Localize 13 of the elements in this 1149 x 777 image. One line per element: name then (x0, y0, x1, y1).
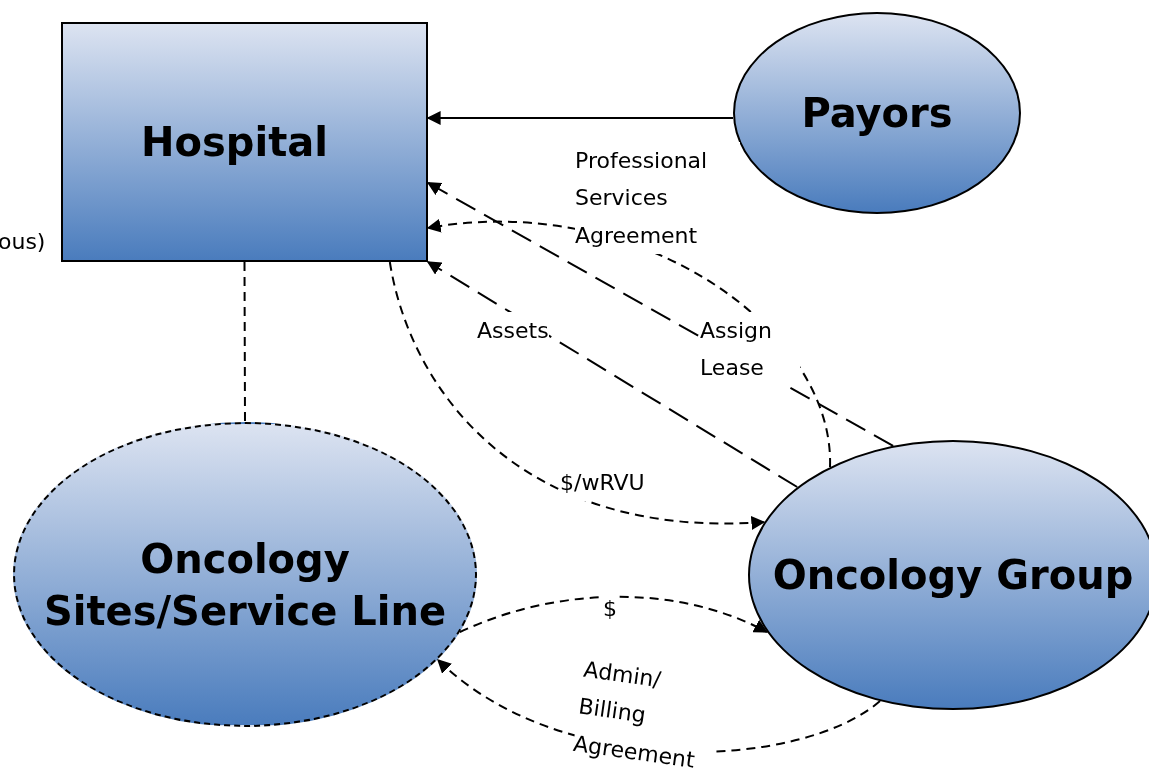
process-box (61, 22, 428, 262)
text-fragment: ous) (0, 229, 46, 254)
edge-label: Professional Services Agreement (575, 142, 740, 255)
node-label: Oncology Group (772, 551, 1134, 600)
arrow (388, 261, 766, 530)
arrow (458, 595, 769, 634)
node-label: Payors (801, 89, 953, 138)
edge-label: Assign Lease (700, 312, 800, 387)
node-label: Oncology Sites/Service Line (42, 534, 448, 636)
arrow (426, 261, 799, 488)
arrow (426, 111, 734, 125)
connector-line (243, 261, 246, 423)
node-label: Hospital (141, 118, 328, 167)
